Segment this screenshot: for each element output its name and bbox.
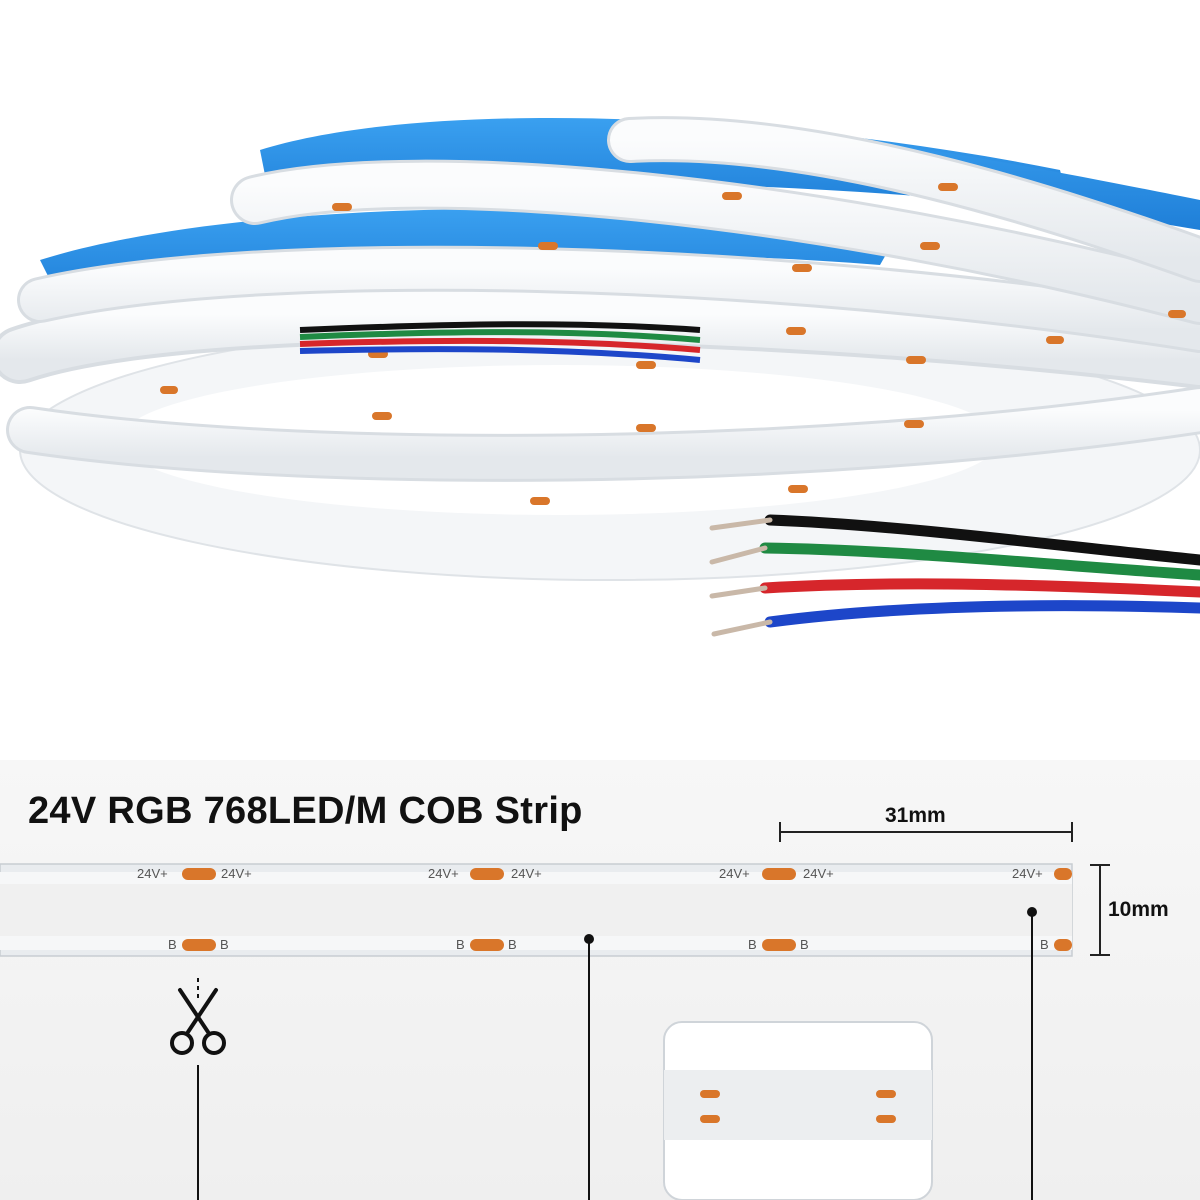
pad-label-top: 24V+ bbox=[428, 866, 459, 881]
pad-label-top: 24V+ bbox=[719, 866, 750, 881]
product-title: 24V RGB 768LED/M COB Strip bbox=[28, 790, 583, 832]
pad-label-bottom: B bbox=[1040, 937, 1049, 952]
solder-pads bbox=[182, 868, 1072, 951]
lead-wires bbox=[709, 514, 1200, 637]
strip-width-label: 10mm bbox=[1108, 898, 1169, 921]
pad-label-bottom: B bbox=[508, 937, 517, 952]
segment-length-dimension bbox=[779, 822, 1073, 842]
pad-label-top: 24V+ bbox=[137, 866, 168, 881]
connector-inset bbox=[663, 1021, 933, 1200]
pad-label-top: 24V+ bbox=[511, 866, 542, 881]
led-strip-coils bbox=[0, 116, 1200, 482]
pad-label-top: 24V+ bbox=[1012, 866, 1043, 881]
strip-diagram bbox=[0, 822, 1110, 1200]
strip-width-dimension bbox=[1090, 864, 1110, 956]
product-photo bbox=[0, 116, 1200, 637]
coil-inner-wires bbox=[299, 321, 701, 363]
pad-label-bottom: B bbox=[220, 937, 229, 952]
pad-label-bottom: B bbox=[800, 937, 809, 952]
scissors-icon bbox=[170, 988, 226, 1055]
spec-diagram-panel bbox=[0, 760, 1200, 1200]
pad-label-bottom: B bbox=[168, 937, 177, 952]
coil-pads bbox=[160, 183, 1186, 505]
pointer-dot bbox=[584, 934, 594, 944]
pointer-dot bbox=[1027, 907, 1037, 917]
pad-label-top: 24V+ bbox=[221, 866, 252, 881]
segment-length-label: 31mm bbox=[885, 804, 946, 827]
pointer-lines bbox=[197, 912, 1033, 1200]
pad-label-bottom: B bbox=[456, 937, 465, 952]
pad-label-top: 24V+ bbox=[803, 866, 834, 881]
pad-label-bottom: B bbox=[748, 937, 757, 952]
cob-strip bbox=[0, 863, 1073, 957]
